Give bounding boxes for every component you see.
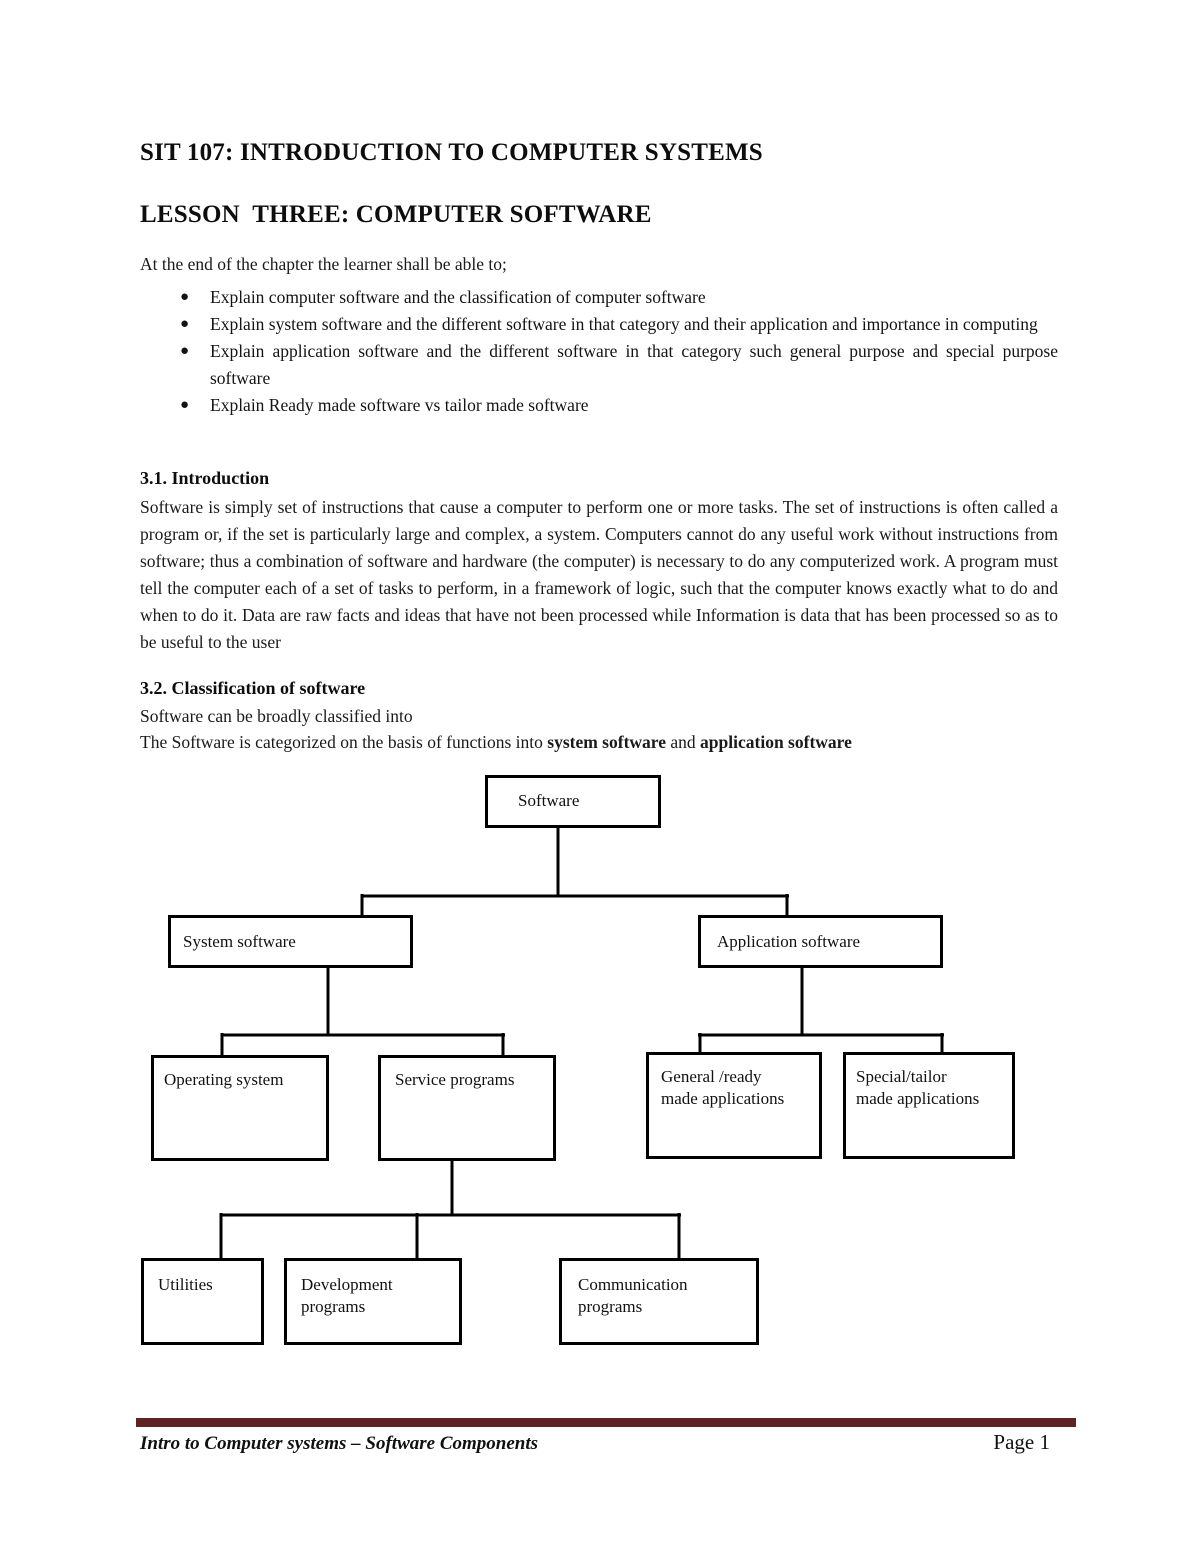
- objective-item: ● Explain Ready made software vs tailor …: [140, 392, 1058, 419]
- section-31-body: Software is simply set of instructions t…: [140, 497, 1058, 652]
- objective-item: ● Explain system software and the differ…: [140, 311, 1058, 338]
- bullet-icon: ●: [180, 316, 190, 332]
- footer-document-title: Intro to Computer systems – Software Com…: [140, 1433, 539, 1454]
- diagram-box-service-programs: Service programs: [378, 1055, 556, 1161]
- diagram-label: Software: [518, 791, 580, 810]
- diagram-box-special-tailor-made: Special/tailor made applications: [843, 1052, 1015, 1159]
- diagram-box-system-software: System software: [168, 915, 413, 968]
- objective-item: ● Explain computer software and the clas…: [140, 284, 1058, 311]
- diagram-box-general-ready-made: General /ready made applications: [646, 1052, 822, 1159]
- diagram-label: Application software: [717, 931, 861, 951]
- footer: Intro to Computer systems – Software Com…: [140, 1430, 1050, 1455]
- diagram-box-operating-system: Operating system: [151, 1055, 329, 1161]
- course-title: SIT 107: INTRODUCTION TO COMPUTER SYSTEM…: [140, 139, 763, 166]
- lesson-title: LESSON THREE: COMPUTER SOFTWARE: [140, 201, 652, 228]
- diagram-box-application-software: Application software: [698, 915, 943, 968]
- line2-and: and: [666, 732, 701, 752]
- bullet-icon: ●: [180, 343, 190, 359]
- diagram-label: Communication programs: [578, 1275, 688, 1316]
- section-32-line2: The Software is categorized on the basis…: [140, 729, 1058, 756]
- objective-text: Explain Ready made software vs tailor ma…: [210, 395, 589, 415]
- line2-prefix: The Software is categorized on the basis…: [140, 732, 548, 752]
- bullet-icon: ●: [180, 397, 190, 413]
- diagram-label: Utilities: [158, 1275, 213, 1294]
- diagram-box-communication-programs: Communication programs: [559, 1258, 759, 1345]
- objective-text: Explain computer software and the classi…: [210, 287, 706, 307]
- section-32-heading: 3.2. Classification of software: [140, 678, 366, 698]
- objective-item: ● Explain application software and the d…: [140, 338, 1058, 392]
- footer-page-number: Page 1: [993, 1430, 1050, 1454]
- diagram-label: System software: [183, 931, 296, 951]
- diagram-box-utilities: Utilities: [141, 1258, 264, 1345]
- diagram-box-software: Software: [485, 775, 661, 828]
- diagram-label: Service programs: [395, 1070, 515, 1089]
- diagram-box-development-programs: Development programs: [284, 1258, 462, 1345]
- objective-text: Explain system software and the differen…: [210, 314, 1038, 334]
- line2-bold-system-software: system software: [547, 732, 667, 752]
- section-31-heading: 3.1. Introduction: [140, 468, 270, 488]
- line2-bold-application-software: application software: [700, 732, 852, 752]
- diagram-label: General /ready made applications: [661, 1067, 785, 1108]
- objectives-intro: At the end of the chapter the learner sh…: [140, 254, 507, 274]
- diagram-label: Development programs: [301, 1275, 393, 1316]
- diagram-label: Special/tailor made applications: [856, 1067, 980, 1108]
- footer-rule: [136, 1418, 1076, 1427]
- objective-text: Explain application software and the dif…: [210, 341, 1058, 388]
- objectives-list: ● Explain computer software and the clas…: [140, 284, 1058, 419]
- section-32-line1: Software can be broadly classified into: [140, 706, 413, 726]
- diagram-label: Operating system: [164, 1070, 284, 1089]
- bullet-icon: ●: [180, 289, 190, 305]
